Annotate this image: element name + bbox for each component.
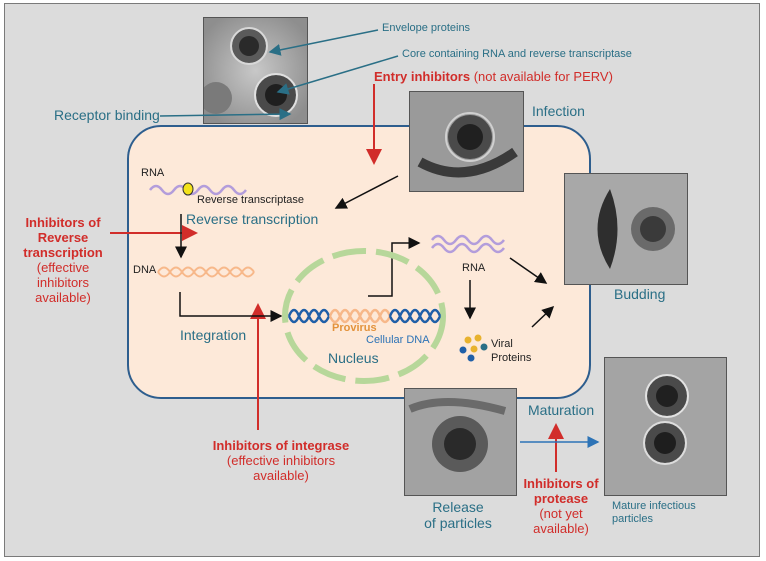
protein-dot [459, 346, 467, 354]
maturation-label: Maturation [528, 402, 595, 418]
envelope-proteins-label: Envelope proteins [382, 22, 471, 34]
infection-label: Infection [532, 103, 585, 119]
provirus-to-rna-arrow [368, 237, 421, 297]
integrase-inhib-line2: (effective inhibitors [226, 452, 336, 468]
envelope-pointer [268, 29, 379, 56]
receptor-arrow [159, 108, 292, 121]
nucleus-membrane [282, 248, 446, 384]
dna-strand [157, 266, 255, 278]
rna-strands-mid [431, 234, 505, 254]
integration-label: Integration [180, 327, 247, 343]
entry-inhibitors-label: Entry inhibitors (not available for PERV… [374, 69, 613, 85]
release-line1: Release [432, 499, 484, 515]
release-label: Release of particles [408, 499, 508, 531]
rt-inhib-line5: inhibitors [36, 274, 90, 290]
infection-to-rna-arrow [334, 175, 399, 209]
rt-inhib-line4: (effective [36, 259, 90, 275]
rt-inhib-line2: Reverse [37, 229, 89, 245]
rna-strand-top [149, 184, 247, 196]
core-pointer [276, 55, 399, 95]
micrograph-virions [203, 17, 308, 124]
cellular-dna-left [287, 308, 331, 324]
protein-dot [464, 336, 472, 344]
reverse-transcriptase-label: Reverse transcriptase [197, 194, 304, 206]
micrograph-mature [604, 357, 727, 496]
protease-inhib-line4: available) [533, 520, 589, 536]
protein-dot [470, 345, 478, 353]
mature-line2: particles [612, 512, 653, 525]
provirus-label: Provirus [332, 322, 377, 334]
nucleus-label: Nucleus [328, 350, 379, 366]
rt-inhib-line6: available) [35, 289, 91, 305]
rt-inhib-line1: Inhibitors of [25, 215, 101, 230]
release-line2: of particles [424, 515, 492, 532]
provirus-dna [328, 308, 392, 324]
rna-to-budding-arrow [509, 257, 548, 284]
cellular-dna-label: Cellular DNA [366, 334, 430, 346]
rt-inhib-line3: transcription [23, 244, 103, 260]
mature-label: Mature infectious particles [612, 500, 696, 525]
rt-inhibitors-label: Inhibitors of Reverse transcription (eff… [14, 215, 112, 306]
budding-label: Budding [614, 286, 666, 302]
entry-inhibitors-note: (not available for PERV) [473, 69, 613, 84]
core-label: Core containing RNA and reverse transcri… [402, 48, 632, 60]
mature-line1: Mature infectious [612, 500, 696, 512]
rna-mid-label: RNA [462, 262, 486, 274]
reverse-transcriptase-dot [182, 182, 194, 196]
proteins-to-budding-arrow [531, 305, 555, 328]
integrase-inhib-line3: available) [253, 467, 309, 483]
protease-inhibitors-label: Inhibitors of protease (not yet availabl… [516, 476, 606, 537]
entry-inhibitors-title: Entry inhibitors [374, 69, 471, 84]
micrograph-budding [564, 173, 688, 285]
micrograph-release [404, 388, 517, 496]
protein-dot [474, 334, 482, 342]
proteins-label: Proteins [491, 352, 532, 364]
dna-to-nucleus-arrow [179, 292, 283, 322]
protein-dot [467, 354, 475, 362]
protein-dot [480, 343, 488, 351]
micrograph-infection [409, 91, 524, 192]
reverse-transcription-label: Reverse transcription [186, 211, 319, 227]
protease-inhib-line3: (not yet [539, 505, 583, 521]
viral-label: Viral [491, 338, 513, 350]
integrase-inhibitors-label: Inhibitors of integrase (effective inhib… [196, 438, 366, 484]
protease-inhib-line2: protease [533, 490, 589, 506]
cellular-dna-right [388, 308, 442, 324]
receptor-binding-label: Receptor binding [54, 107, 160, 123]
rna-top-label: RNA [141, 167, 165, 179]
protease-inhib-line1: Inhibitors of [523, 476, 599, 491]
integrase-inhib-line1: Inhibitors of integrase [212, 438, 350, 453]
dna-label: DNA [133, 264, 157, 276]
